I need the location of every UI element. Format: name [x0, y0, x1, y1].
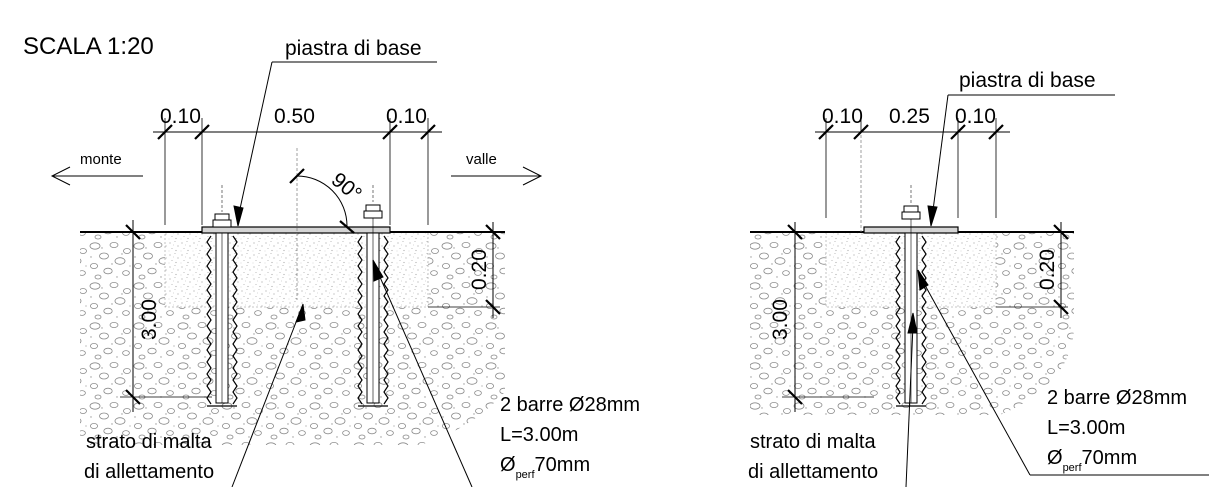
right-bars-line1: 2 barre Ø28mm [1047, 387, 1187, 409]
left-dim-side-left: 0.10 [160, 105, 201, 128]
label-downstream: valle [466, 151, 497, 168]
right-dim-side-left: 0.10 [822, 105, 863, 128]
left-perf-value: 70mm [535, 454, 591, 476]
right-bars-line2: L=3.00m [1047, 417, 1125, 439]
left-bars-line3: Øperf70mm [500, 454, 590, 481]
left-mortar-line1: strato di malta [86, 431, 212, 453]
left-plate-label: piastra di base [285, 37, 422, 60]
right-dim-center: 0.25 [889, 105, 930, 128]
left-mortar-dimension [428, 222, 501, 318]
left-bar-1 [206, 185, 238, 407]
right-mortar-dimension [996, 222, 1069, 318]
left-leaders [231, 61, 473, 487]
right-mortar-depth-label: 0.20 [1036, 249, 1059, 290]
left-bars-line1: 2 barre Ø28mm [500, 394, 640, 416]
left-depth-dimension [120, 220, 212, 412]
left-angle-marker [289, 168, 355, 234]
left-dimension-top [153, 118, 442, 225]
right-perf-value: 70mm [1082, 447, 1138, 469]
left-mortar-depth-label: 0.20 [468, 249, 491, 290]
left-dim-side-right: 0.10 [386, 105, 427, 128]
right-mortar-line1: strato di malta [750, 431, 876, 453]
right-dimension-top [815, 118, 1010, 218]
left-dim-center: 0.50 [274, 105, 315, 128]
right-mortar-line2: di allettamento [748, 461, 878, 483]
right-perf-sub: perf [1063, 462, 1083, 474]
left-depth-label: 3.00 [138, 299, 161, 340]
right-depth-dimension [782, 222, 874, 412]
label-upstream: monte [80, 151, 122, 168]
right-leaders [905, 94, 1209, 487]
right-bar [895, 185, 927, 407]
left-mortar-line2: di allettamento [84, 461, 214, 483]
left-detail: 0.10 0.50 0.10 monte valle 90° 3.0 [50, 37, 640, 487]
right-bars-line3: Øperf70mm [1047, 447, 1137, 474]
right-detail: 0.10 0.25 0.10 3.00 0.20 piastra di [748, 69, 1209, 487]
left-bars-line2: L=3.00m [500, 424, 578, 446]
left-perf-sub: perf [516, 469, 536, 481]
left-base-plate [201, 226, 391, 234]
right-perf-symbol: Ø [1047, 447, 1063, 469]
left-perf-symbol: Ø [500, 454, 516, 476]
right-dim-side-right: 0.10 [955, 105, 996, 128]
right-plate-label: piastra di base [959, 69, 1096, 92]
left-arrow-downstream [451, 166, 543, 186]
left-arrow-upstream [50, 166, 143, 186]
right-depth-label: 3.00 [769, 299, 792, 340]
scale-label: SCALA 1:20 [23, 33, 154, 60]
left-angle-label: 90° [327, 168, 366, 206]
